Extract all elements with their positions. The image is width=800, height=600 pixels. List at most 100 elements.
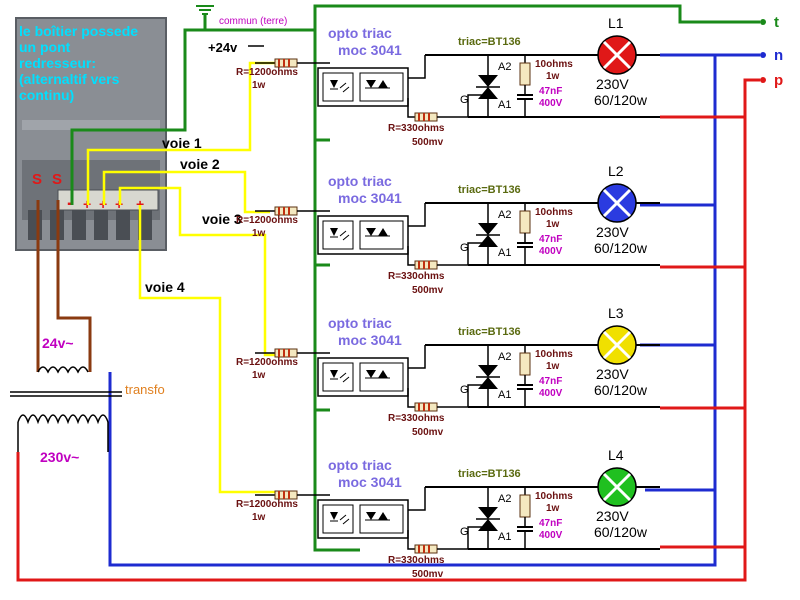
gate-resistor-label: R=330ohms <box>388 271 445 282</box>
optocoupler <box>317 67 409 107</box>
lamp-voltage-label: 230V <box>596 508 629 524</box>
opto-label: opto triac <box>328 173 392 189</box>
input-resistor-label: R=1200ohms <box>236 215 298 226</box>
opto-gate-wire <box>407 388 415 408</box>
diac-symbol <box>366 228 388 236</box>
pin-plus-4: + <box>136 196 144 212</box>
terminal-n-label: n <box>774 47 783 64</box>
gate-resistor-label: R=330ohms <box>388 555 445 566</box>
input-resistor-label: R=1200ohms <box>236 499 298 510</box>
box-note-line-5: continu) <box>19 87 74 103</box>
gate-wire <box>437 526 482 550</box>
lamp-name-label: L4 <box>608 447 624 463</box>
optocoupler-led-section <box>322 220 354 250</box>
opto-out-wire <box>408 55 426 79</box>
optocoupler-triac-section <box>359 362 404 392</box>
box-note-line-4: (alternaltif vers <box>19 71 120 87</box>
terminal-t-label: t <box>774 14 779 31</box>
secondary-wiring <box>36 200 92 372</box>
supply-label: +24v <box>208 40 238 55</box>
a2-label: A2 <box>498 351 511 363</box>
phase-wiring <box>16 78 760 582</box>
gate-resistor-power-label: 500mv <box>412 427 444 438</box>
gate-resistor-label: R=330ohms <box>388 413 445 424</box>
lamp-voltage-label: 230V <box>596 366 629 382</box>
box-note-line-3: redresseur: <box>19 55 96 71</box>
a2-label: A2 <box>498 493 511 505</box>
a1-label: A1 <box>498 531 511 543</box>
snubber-resistor-label: 10ohms <box>535 207 573 218</box>
snubber-cap-voltage-label: 400V <box>539 530 563 541</box>
lamp-wattage-label: 60/120w <box>594 92 648 108</box>
optocoupler <box>317 499 409 539</box>
lamp-name-label: L3 <box>608 305 624 321</box>
optocoupler <box>317 215 409 255</box>
terminal-n: n <box>760 47 783 64</box>
lamp-wattage-label: 60/120w <box>594 382 648 398</box>
a2-label: A2 <box>498 209 511 221</box>
primary-voltage-label: 230v~ <box>40 449 79 465</box>
snubber-resistor <box>519 494 531 518</box>
lamp-cross <box>602 40 632 70</box>
gate-label: G <box>460 242 469 254</box>
signal-wiring <box>86 61 275 494</box>
opto-label: opto triac <box>328 315 392 331</box>
opto-out-wire <box>408 345 426 369</box>
opto-gate-wire <box>407 530 415 550</box>
led-symbol <box>330 80 338 88</box>
input-resistor-power-label: 1w <box>252 80 266 91</box>
gate-resistor-label: R=330ohms <box>388 123 445 134</box>
input-resistor-label: R=1200ohms <box>236 357 298 368</box>
ground-label: commun (terre) <box>219 16 287 27</box>
lamp-cross <box>602 330 632 360</box>
optocoupler-led-section <box>322 504 354 534</box>
snubber-resistor-label: 10ohms <box>535 491 573 502</box>
diac-symbol <box>366 512 388 520</box>
opto-model-label: moc 3041 <box>338 474 402 490</box>
snubber-resistor-power-label: 1w <box>546 219 560 230</box>
lamp-cross <box>602 188 632 218</box>
transformer: transfo 24v~ 230v~ <box>10 335 165 465</box>
snubber-cap-label: 47nF <box>539 86 562 97</box>
light-arrows <box>339 372 350 383</box>
voie-2-label: voie 2 <box>180 156 220 172</box>
light-arrows <box>339 230 350 241</box>
secondary-voltage-label: 24v~ <box>42 335 74 351</box>
snubber-cap-voltage-label: 400V <box>539 98 563 109</box>
optocoupler-triac-section <box>359 504 404 534</box>
terminal-p: p <box>760 72 783 89</box>
gate-wire <box>437 242 482 266</box>
terminal-t: t <box>760 14 779 31</box>
snubber-resistor <box>519 62 531 86</box>
gate-resistor-power-label: 500mv <box>412 569 444 580</box>
a1-label: A1 <box>498 99 511 111</box>
opto-out-wire <box>408 487 426 511</box>
terminal-p-label: p <box>774 72 783 89</box>
opto-label: opto triac <box>328 25 392 41</box>
snubber-resistor-power-label: 1w <box>546 361 560 372</box>
led-symbol <box>330 370 338 378</box>
transformer-label: transfo <box>125 382 165 397</box>
lamp-wattage-label: 60/120w <box>594 240 648 256</box>
input-resistor-power-label: 1w <box>252 370 266 381</box>
snubber-resistor-label: 10ohms <box>535 59 573 70</box>
diac-symbol <box>366 370 388 378</box>
snubber-resistor <box>519 352 531 376</box>
triac-label: triac=BT136 <box>458 326 521 338</box>
snubber-cap-label: 47nF <box>539 518 562 529</box>
snubber-resistor <box>519 210 531 234</box>
gate-wire <box>437 384 482 408</box>
controller-box: le boîtier possede un pont redresseur: (… <box>15 17 167 251</box>
opto-model-label: moc 3041 <box>338 190 402 206</box>
light-arrows <box>339 514 350 525</box>
lamp-voltage-label: 230V <box>596 224 629 240</box>
optocoupler-triac-section <box>359 72 404 102</box>
input-resistor-power-label: 1w <box>252 228 266 239</box>
gate-resistor-power-label: 500mv <box>412 285 444 296</box>
snubber-cap-label: 47nF <box>539 376 562 387</box>
snubber-resistor-power-label: 1w <box>546 503 560 514</box>
box-note-line-1: le boîtier possede <box>19 23 138 39</box>
